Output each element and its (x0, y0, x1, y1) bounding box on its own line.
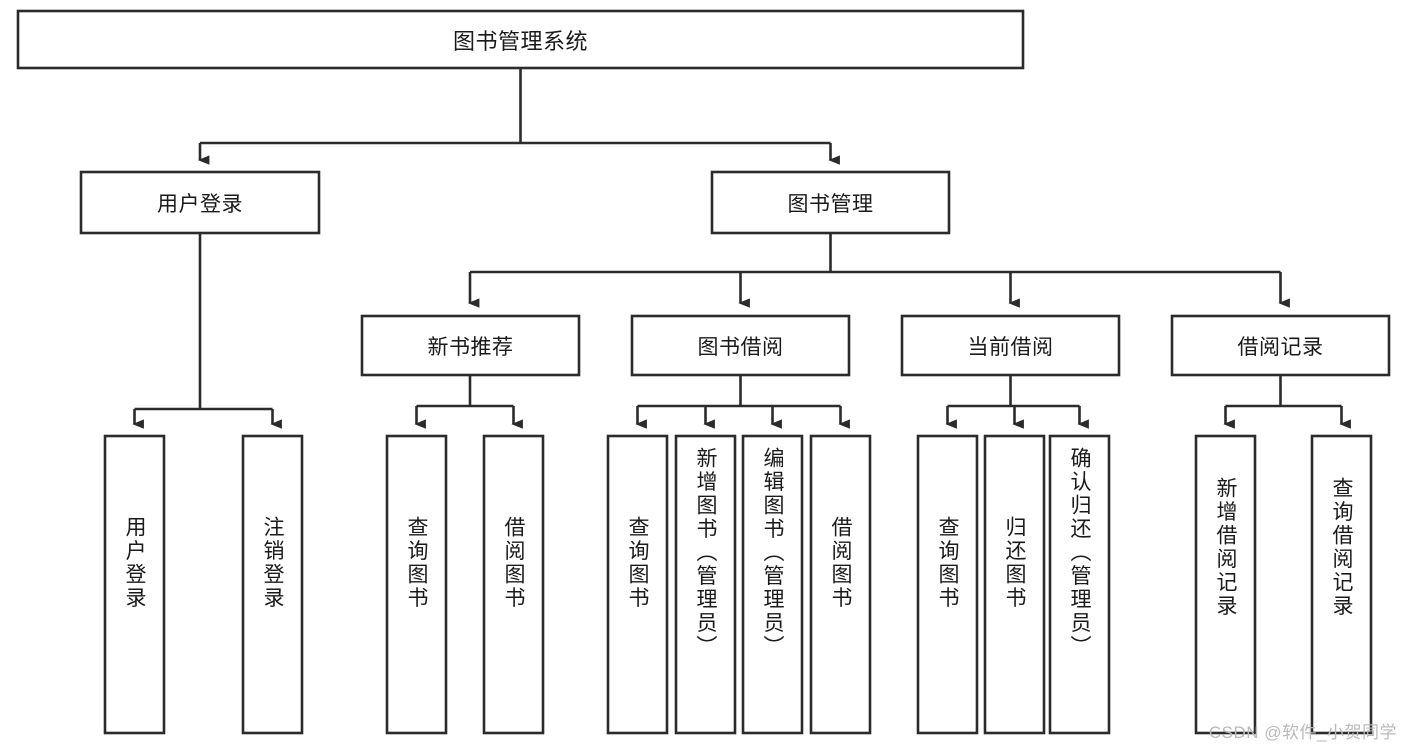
connector-group-root (197, 68, 840, 165)
node-box-leaf-10[interactable] (1048, 434, 1111, 735)
node-box-leaf-8[interactable] (916, 434, 979, 735)
node-box-user-login[interactable] (79, 170, 321, 235)
node-box-borrow-record[interactable] (1170, 314, 1391, 377)
connector-group-user-login (132, 233, 282, 429)
connector-group-book-manage (467, 233, 1290, 308)
node-box-leaf-5[interactable] (674, 434, 737, 735)
node-box-leaf-6[interactable] (741, 434, 804, 735)
node-box-book-borrow[interactable] (630, 314, 851, 377)
watermark-text: CSDN @软件_小贺同学 (1208, 723, 1397, 742)
node-box-leaf-4[interactable] (606, 434, 669, 735)
node-box-leaf-0[interactable] (103, 434, 166, 735)
node-boxes (16, 9, 1391, 735)
connector-group-new-book (414, 375, 523, 429)
node-box-leaf-11[interactable] (1194, 434, 1257, 735)
node-box-book-manage[interactable] (710, 170, 951, 235)
connector-group-borrow-record (1223, 375, 1351, 429)
node-box-root[interactable] (16, 9, 1025, 70)
node-box-leaf-9[interactable] (983, 434, 1046, 735)
node-box-leaf-12[interactable] (1310, 434, 1373, 735)
connector-group-book-borrow (635, 375, 850, 429)
node-box-current-borrow[interactable] (900, 314, 1121, 377)
node-box-leaf-7[interactable] (809, 434, 872, 735)
node-box-new-book-recommend[interactable] (360, 314, 581, 377)
node-box-leaf-3[interactable] (482, 434, 545, 735)
node-box-leaf-1[interactable] (241, 434, 304, 735)
node-box-leaf-2[interactable] (385, 434, 448, 735)
connector-group-current-borrow (945, 375, 1089, 429)
